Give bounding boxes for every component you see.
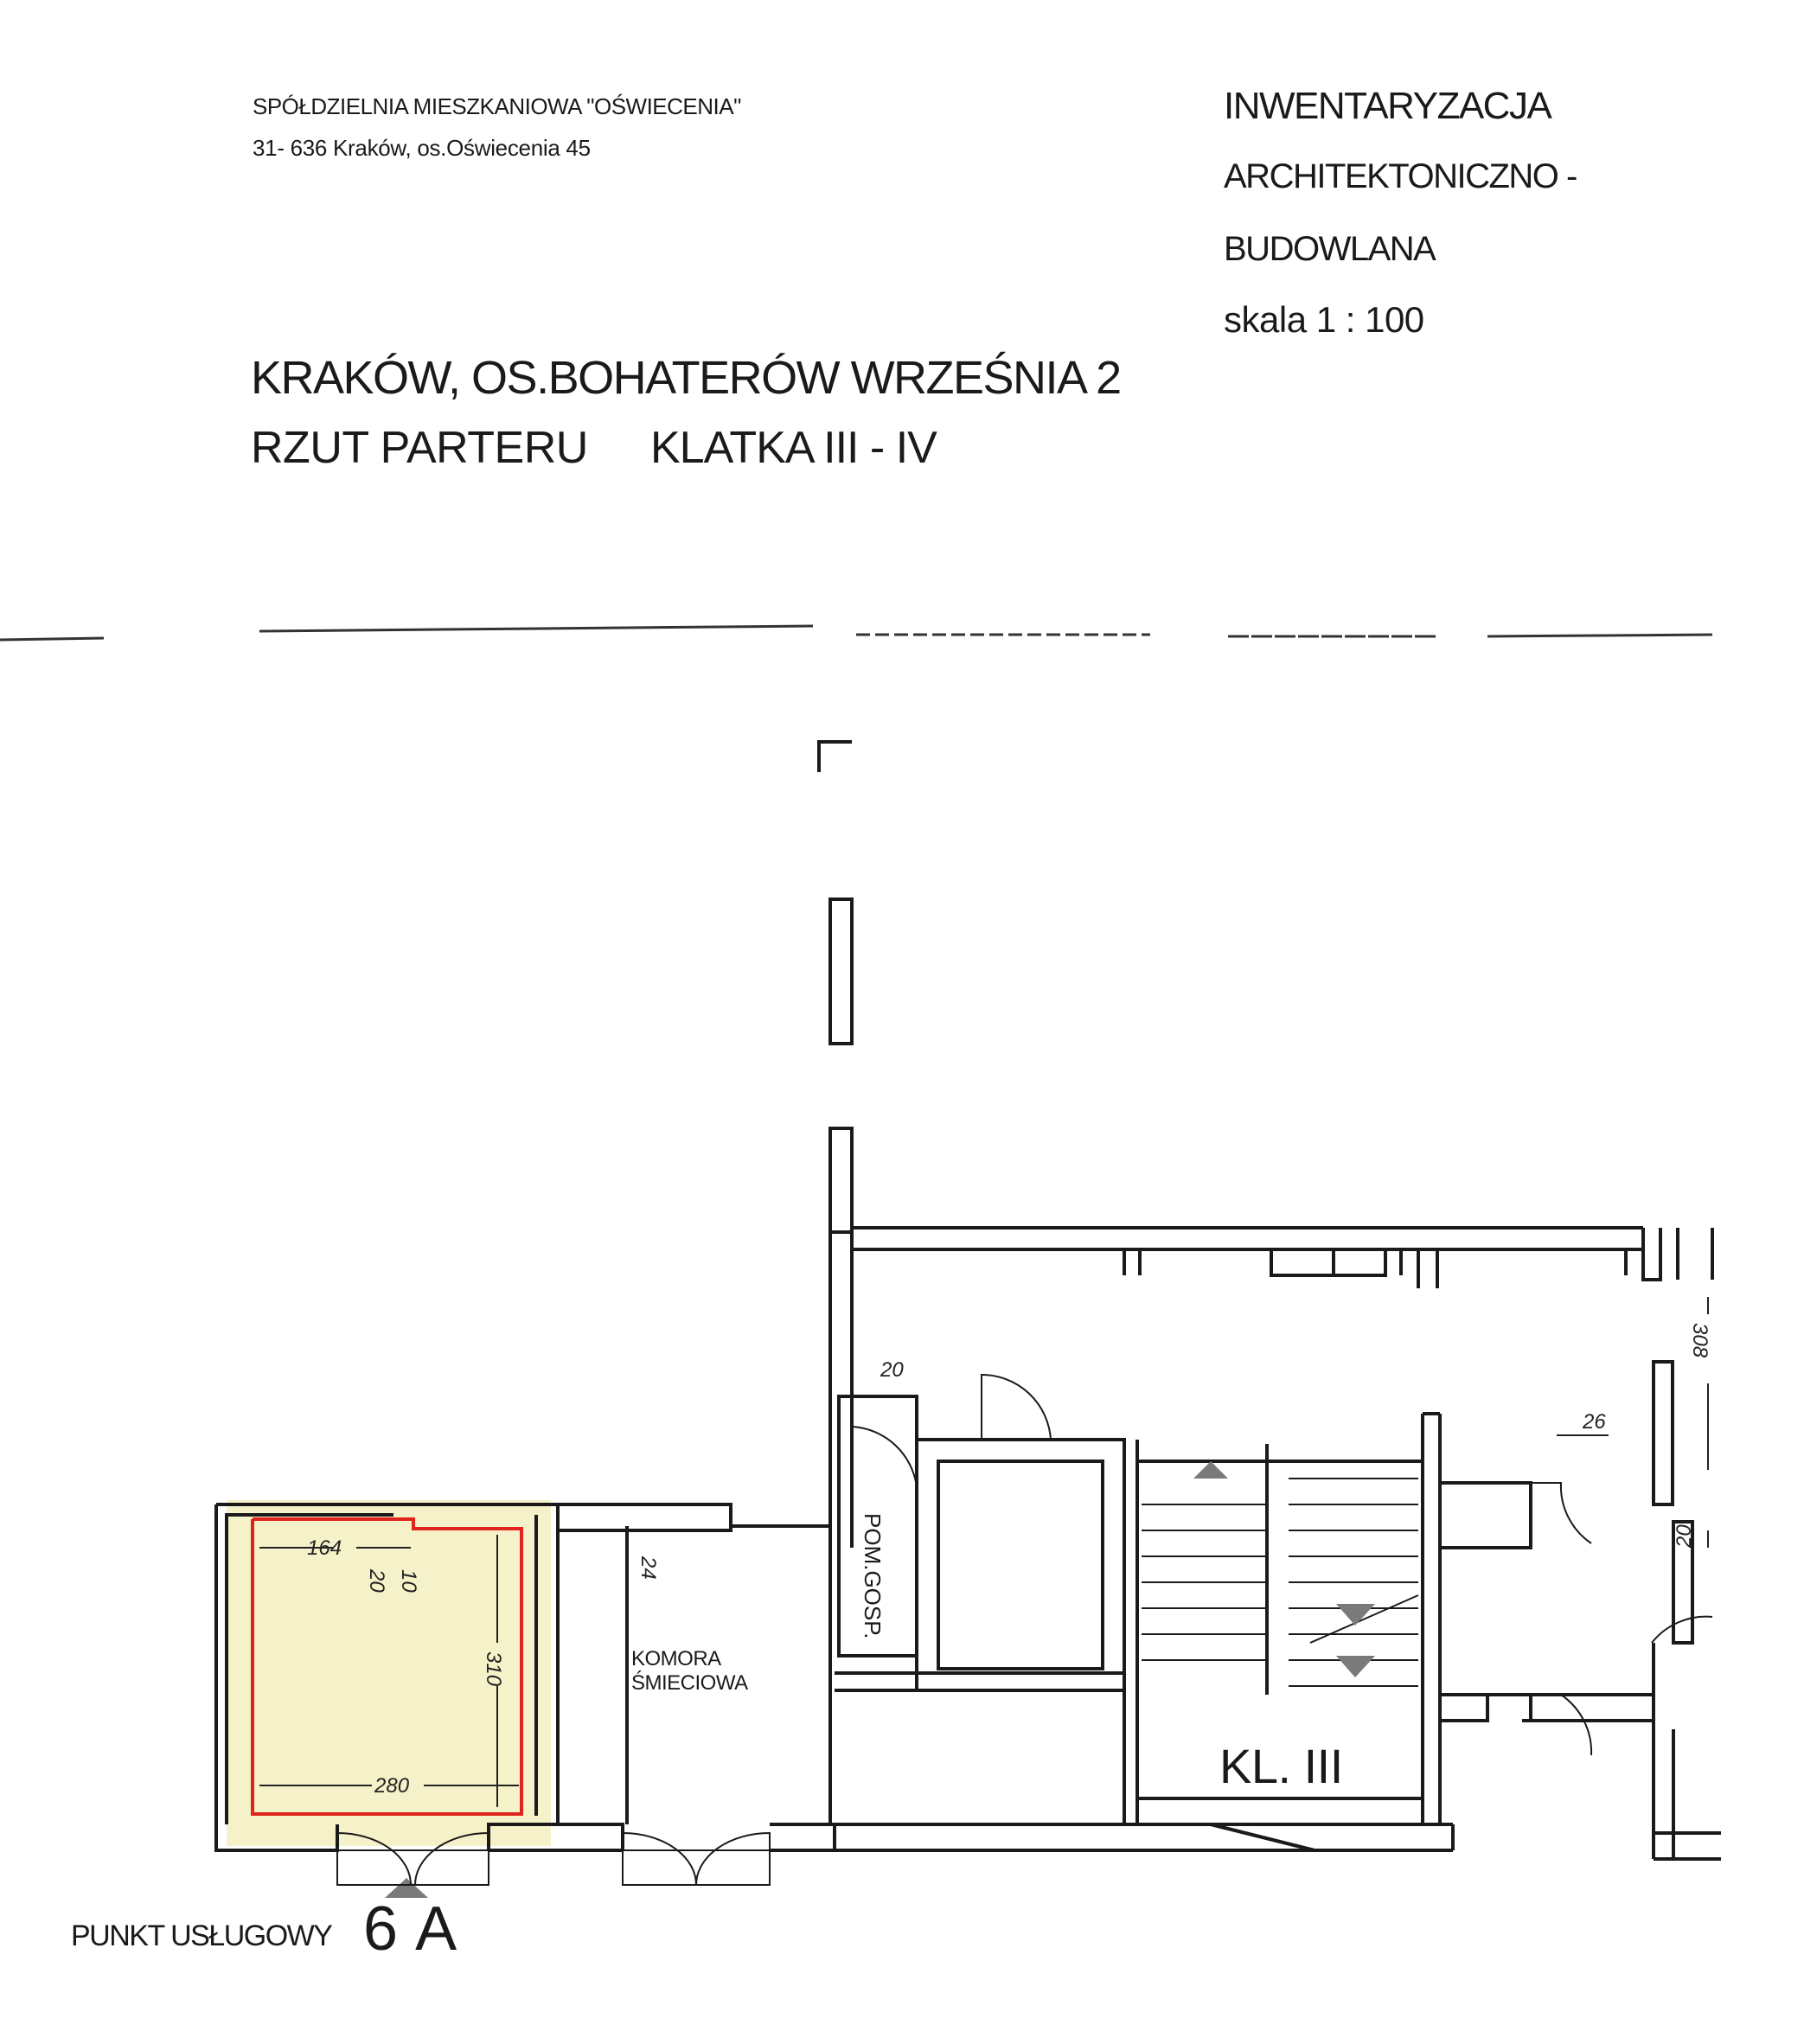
- dimension-offset-a: 20: [365, 1568, 388, 1593]
- dimension-wall-b: 20: [880, 1358, 904, 1382]
- dimension-width-top: 164: [307, 1536, 342, 1560]
- unit-label: PUNKT USŁUGOWY: [71, 1919, 333, 1952]
- document-type-line-3: BUDOWLANA: [1224, 230, 1436, 268]
- scale-label: skala 1 : 100: [1224, 299, 1424, 340]
- stair-treads: [1142, 1478, 1419, 1687]
- dimension-right-height: 308: [1688, 1323, 1711, 1358]
- staircase-range: KLATKA III - IV: [650, 423, 937, 473]
- dimension-width-bottom: 280: [374, 1774, 410, 1798]
- doors: [336, 1373, 1713, 1886]
- dimension-lines: [259, 1297, 1709, 1807]
- room-name-garbage: KOMORA ŚMIECIOWA: [631, 1647, 748, 1695]
- dimension-depth: 310: [482, 1651, 505, 1687]
- unit-outline: [251, 1517, 523, 1816]
- dimension-wall-a: 24: [637, 1555, 660, 1580]
- dimension-wall-c: 26: [1582, 1410, 1606, 1434]
- dimension-right-small: 20: [1673, 1524, 1696, 1549]
- stair-direction-arrows: [385, 1461, 1375, 1898]
- dimension-offset-b: 10: [397, 1569, 420, 1593]
- building-address: KRAKÓW, OS.BOHATERÓW WRZEŚNIA 2: [251, 352, 1122, 404]
- walls: [214, 740, 1721, 1861]
- fold-line: [0, 624, 1713, 642]
- plan-title: RZUT PARTERU: [251, 423, 588, 473]
- cooperative-address: 31- 636 Kraków, os.Oświecenia 45: [253, 135, 591, 161]
- document-type-line-2: ARCHITEKTONICZNO -: [1224, 157, 1577, 195]
- unit-code: 6 A: [363, 1894, 459, 1964]
- utility-room-label: POM.GOSP.: [860, 1513, 886, 1638]
- document-type-line-1: INWENTARYZACJA: [1224, 85, 1552, 127]
- staircase-label: KL. III: [1219, 1739, 1343, 1793]
- cooperative-name: SPÓŁDZIELNIA MIESZKANIOWA "OŚWIECENIA": [253, 93, 741, 119]
